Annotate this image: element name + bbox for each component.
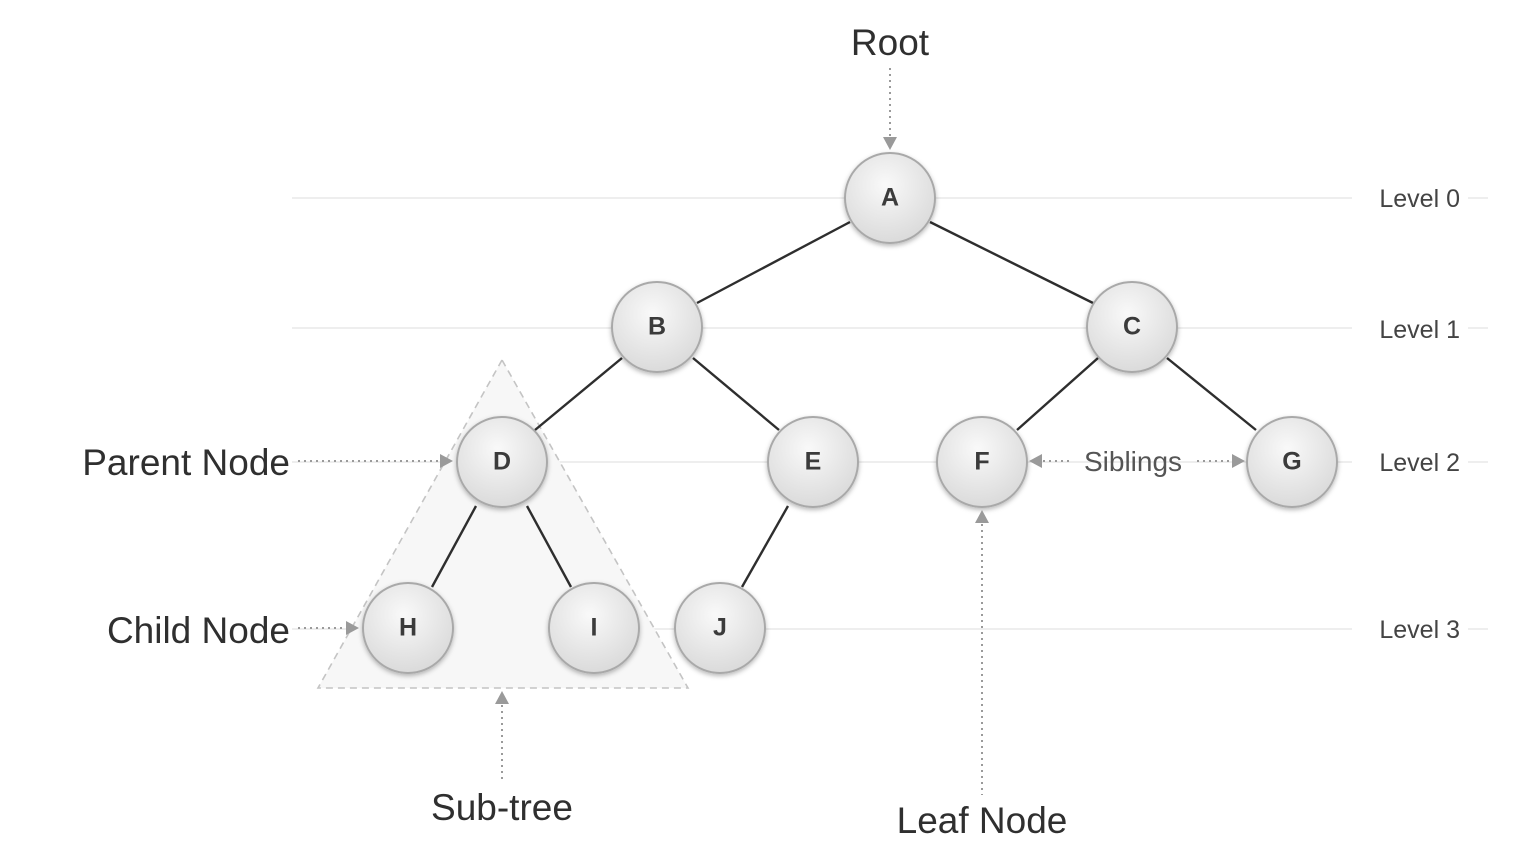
node-a: A bbox=[844, 152, 936, 244]
child-node-arrowhead bbox=[346, 621, 359, 635]
node-b: B bbox=[611, 281, 703, 373]
node-g: G bbox=[1246, 416, 1338, 508]
level-2-label: Level 2 bbox=[1379, 449, 1460, 477]
node-g-circle bbox=[1246, 416, 1338, 508]
edge-a-b bbox=[696, 220, 851, 305]
level-1-label: Level 1 bbox=[1379, 316, 1460, 344]
root-label: Root bbox=[851, 22, 930, 63]
level-3-label: Level 3 bbox=[1379, 616, 1460, 644]
node-i-label: I bbox=[591, 614, 598, 642]
edge-d-i bbox=[525, 505, 573, 588]
node-j-label: J bbox=[713, 614, 727, 642]
leaf-node-arrowhead bbox=[975, 510, 989, 523]
node-i: I bbox=[548, 582, 640, 674]
edge-c-g bbox=[1166, 357, 1257, 431]
node-d: D bbox=[456, 416, 548, 508]
node-c-label: C bbox=[1123, 313, 1141, 341]
sub-tree-label: Sub-tree bbox=[431, 787, 573, 828]
node-e-label: E bbox=[805, 448, 822, 476]
tree-edges bbox=[430, 220, 1257, 588]
node-h-circle bbox=[362, 582, 454, 674]
subtree-arrowhead bbox=[495, 691, 509, 704]
edge-b-e bbox=[692, 357, 780, 431]
node-h: H bbox=[362, 582, 454, 674]
parent-node-arrowhead bbox=[440, 454, 453, 468]
node-i-circle bbox=[548, 582, 640, 674]
node-b-label: B bbox=[648, 313, 666, 341]
edge-c-f bbox=[1016, 357, 1099, 431]
level-0-label: Level 0 bbox=[1379, 185, 1460, 213]
child-node-label: Child Node bbox=[107, 610, 290, 651]
siblings-right-arrowhead bbox=[1232, 454, 1245, 468]
edge-e-j bbox=[740, 505, 790, 588]
node-f-label: F bbox=[974, 448, 989, 476]
node-b-circle bbox=[611, 281, 703, 373]
siblings-label: Siblings bbox=[1084, 446, 1182, 477]
node-f-circle bbox=[936, 416, 1028, 508]
node-h-label: H bbox=[399, 614, 417, 642]
node-e-circle bbox=[767, 416, 859, 508]
root-arrowhead bbox=[883, 137, 897, 150]
edge-b-d bbox=[534, 357, 623, 431]
edge-a-c bbox=[929, 220, 1094, 305]
siblings-left-arrowhead bbox=[1029, 454, 1042, 468]
node-e: E bbox=[767, 416, 859, 508]
node-f: F bbox=[936, 416, 1028, 508]
node-a-label: A bbox=[881, 184, 899, 212]
node-j: J bbox=[674, 582, 766, 674]
node-c-circle bbox=[1086, 281, 1178, 373]
edge-d-h bbox=[430, 505, 478, 588]
node-c: C bbox=[1086, 281, 1178, 373]
node-a-circle bbox=[844, 152, 936, 244]
node-d-circle bbox=[456, 416, 548, 508]
node-d-label: D bbox=[493, 448, 511, 476]
parent-node-label: Parent Node bbox=[82, 442, 290, 483]
node-j-circle bbox=[674, 582, 766, 674]
node-g-label: G bbox=[1282, 448, 1301, 476]
leaf-node-label: Leaf Node bbox=[897, 800, 1068, 841]
